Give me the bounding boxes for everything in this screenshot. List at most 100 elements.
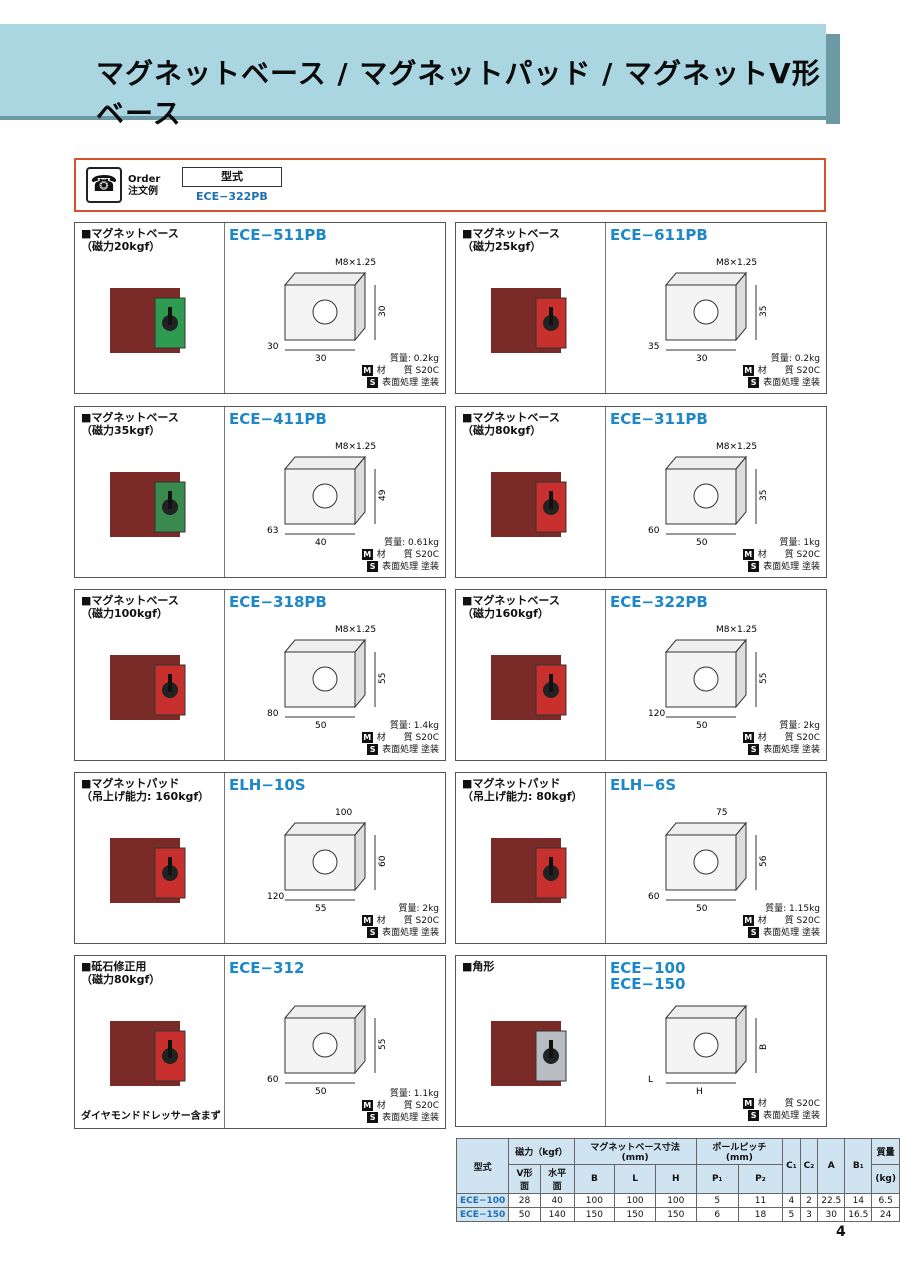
card-weight: 質量: 0.2kg (389, 354, 439, 364)
dim-depth: 60 (267, 1075, 279, 1085)
card-category-line2: （磁力100kgf） (81, 607, 168, 620)
dim-thread: M8×1.25 (716, 442, 757, 452)
card-material-badge-icon: M (361, 915, 373, 926)
product-photo-icon (110, 838, 186, 903)
dim-thread: M8×1.25 (335, 442, 376, 452)
table-cell: 22.5 (817, 1193, 846, 1208)
card-weight: 質量: 1.1kg (389, 1089, 439, 1099)
dim-depth: 120 (267, 892, 284, 902)
card-finish-text: 表面処理 塗装 (382, 378, 439, 388)
table-cell: 24 (871, 1207, 900, 1222)
card-finish-text: 表面処理 塗装 (382, 745, 439, 755)
card-model: ECE−312 (229, 959, 305, 977)
card-category-line2: （磁力80kgf） (462, 424, 542, 437)
card-finish-badge-icon: S (367, 377, 379, 388)
card-finish-badge-icon: S (748, 744, 760, 755)
card-category: ■マグネットベース（磁力35kgf） (81, 411, 179, 437)
table-cell: 150 (573, 1207, 616, 1222)
card-category: ■砥石修正用（磁力80kgf） (81, 960, 160, 986)
card-material-text: 材 質 S20C (376, 733, 439, 743)
card-finish-text: 表面処理 塗装 (763, 378, 820, 388)
card-finish-text: 表面処理 塗装 (763, 928, 820, 938)
th-c1: C₁ (782, 1138, 801, 1194)
card-category: ■マグネットパッド（吊上げ能力: 80kgf） (462, 777, 583, 803)
table-cell: 28 (508, 1193, 541, 1208)
product-photo-icon (491, 655, 567, 720)
dim-thread: M8×1.25 (335, 258, 376, 268)
order-field-label: 型式 (182, 167, 282, 187)
phone-icon: ☎ (86, 167, 122, 203)
dim-height: 60 (378, 855, 388, 867)
th-b1: B₁ (844, 1138, 873, 1194)
card-finish-badge-icon: S (748, 1110, 760, 1121)
card-category-line1: ■砥石修正用 (81, 960, 147, 973)
table-cell: 4 (782, 1193, 801, 1208)
card-material-badge-icon: M (361, 549, 373, 560)
th-dims: マグネットベース寸法(mm) (573, 1138, 697, 1165)
dim-thread: M8×1.25 (716, 258, 757, 268)
card-category: ■マグネットパッド（吊上げ能力: 160kgf） (81, 777, 209, 803)
dim-thread: M8×1.25 (335, 625, 376, 635)
dim-depth: L (648, 1075, 653, 1085)
th-L: L (614, 1164, 656, 1194)
card-model: ECE−100 ECE−150 (610, 959, 686, 993)
dim-height: 55 (759, 673, 769, 684)
product-photo (75, 590, 225, 760)
dim-width: H (696, 1087, 703, 1097)
card-finish-badge-icon: S (748, 561, 760, 572)
card-model: ECE−322PB (610, 593, 708, 611)
th-p2: P₂ (737, 1164, 784, 1194)
product-photo (75, 956, 225, 1128)
card-category-line2: （吊上げ能力: 80kgf） (462, 790, 583, 803)
card-material-badge-icon: M (361, 365, 373, 376)
table-cell-model: ECE−150 (455, 1207, 510, 1222)
card-material-text: 材 質 S20C (757, 1099, 820, 1109)
card-finish-badge-icon: S (748, 927, 760, 938)
card-material-badge-icon: M (742, 365, 754, 376)
table-cell: 30 (817, 1207, 846, 1222)
th-model: 型式 (455, 1138, 510, 1194)
card-material-text: 材 質 S20C (757, 733, 820, 743)
page-number: 4 (836, 1224, 846, 1240)
table-cell: 6.5 (871, 1193, 900, 1208)
card-weight: 質量: 2kg (779, 721, 820, 731)
dim-depth: 120 (648, 709, 665, 719)
card-material-badge-icon: M (361, 732, 373, 743)
card-material-text: 材 質 S20C (757, 550, 820, 560)
dim-height: 35 (759, 490, 769, 501)
dim-width: 50 (696, 904, 708, 914)
card-weight: 質量: 1kg (779, 538, 820, 548)
table-cell: 140 (539, 1207, 575, 1222)
dim-depth: 63 (267, 526, 278, 536)
product-photo (456, 590, 606, 760)
product-photo-icon (491, 1021, 567, 1086)
dim-height: 55 (378, 673, 388, 684)
card-finish-text: 表面処理 塗装 (382, 928, 439, 938)
card-category-line2: （吊上げ能力: 160kgf） (81, 790, 210, 803)
card-finish-text: 表面処理 塗装 (763, 562, 820, 572)
dim-depth: 80 (267, 709, 279, 719)
